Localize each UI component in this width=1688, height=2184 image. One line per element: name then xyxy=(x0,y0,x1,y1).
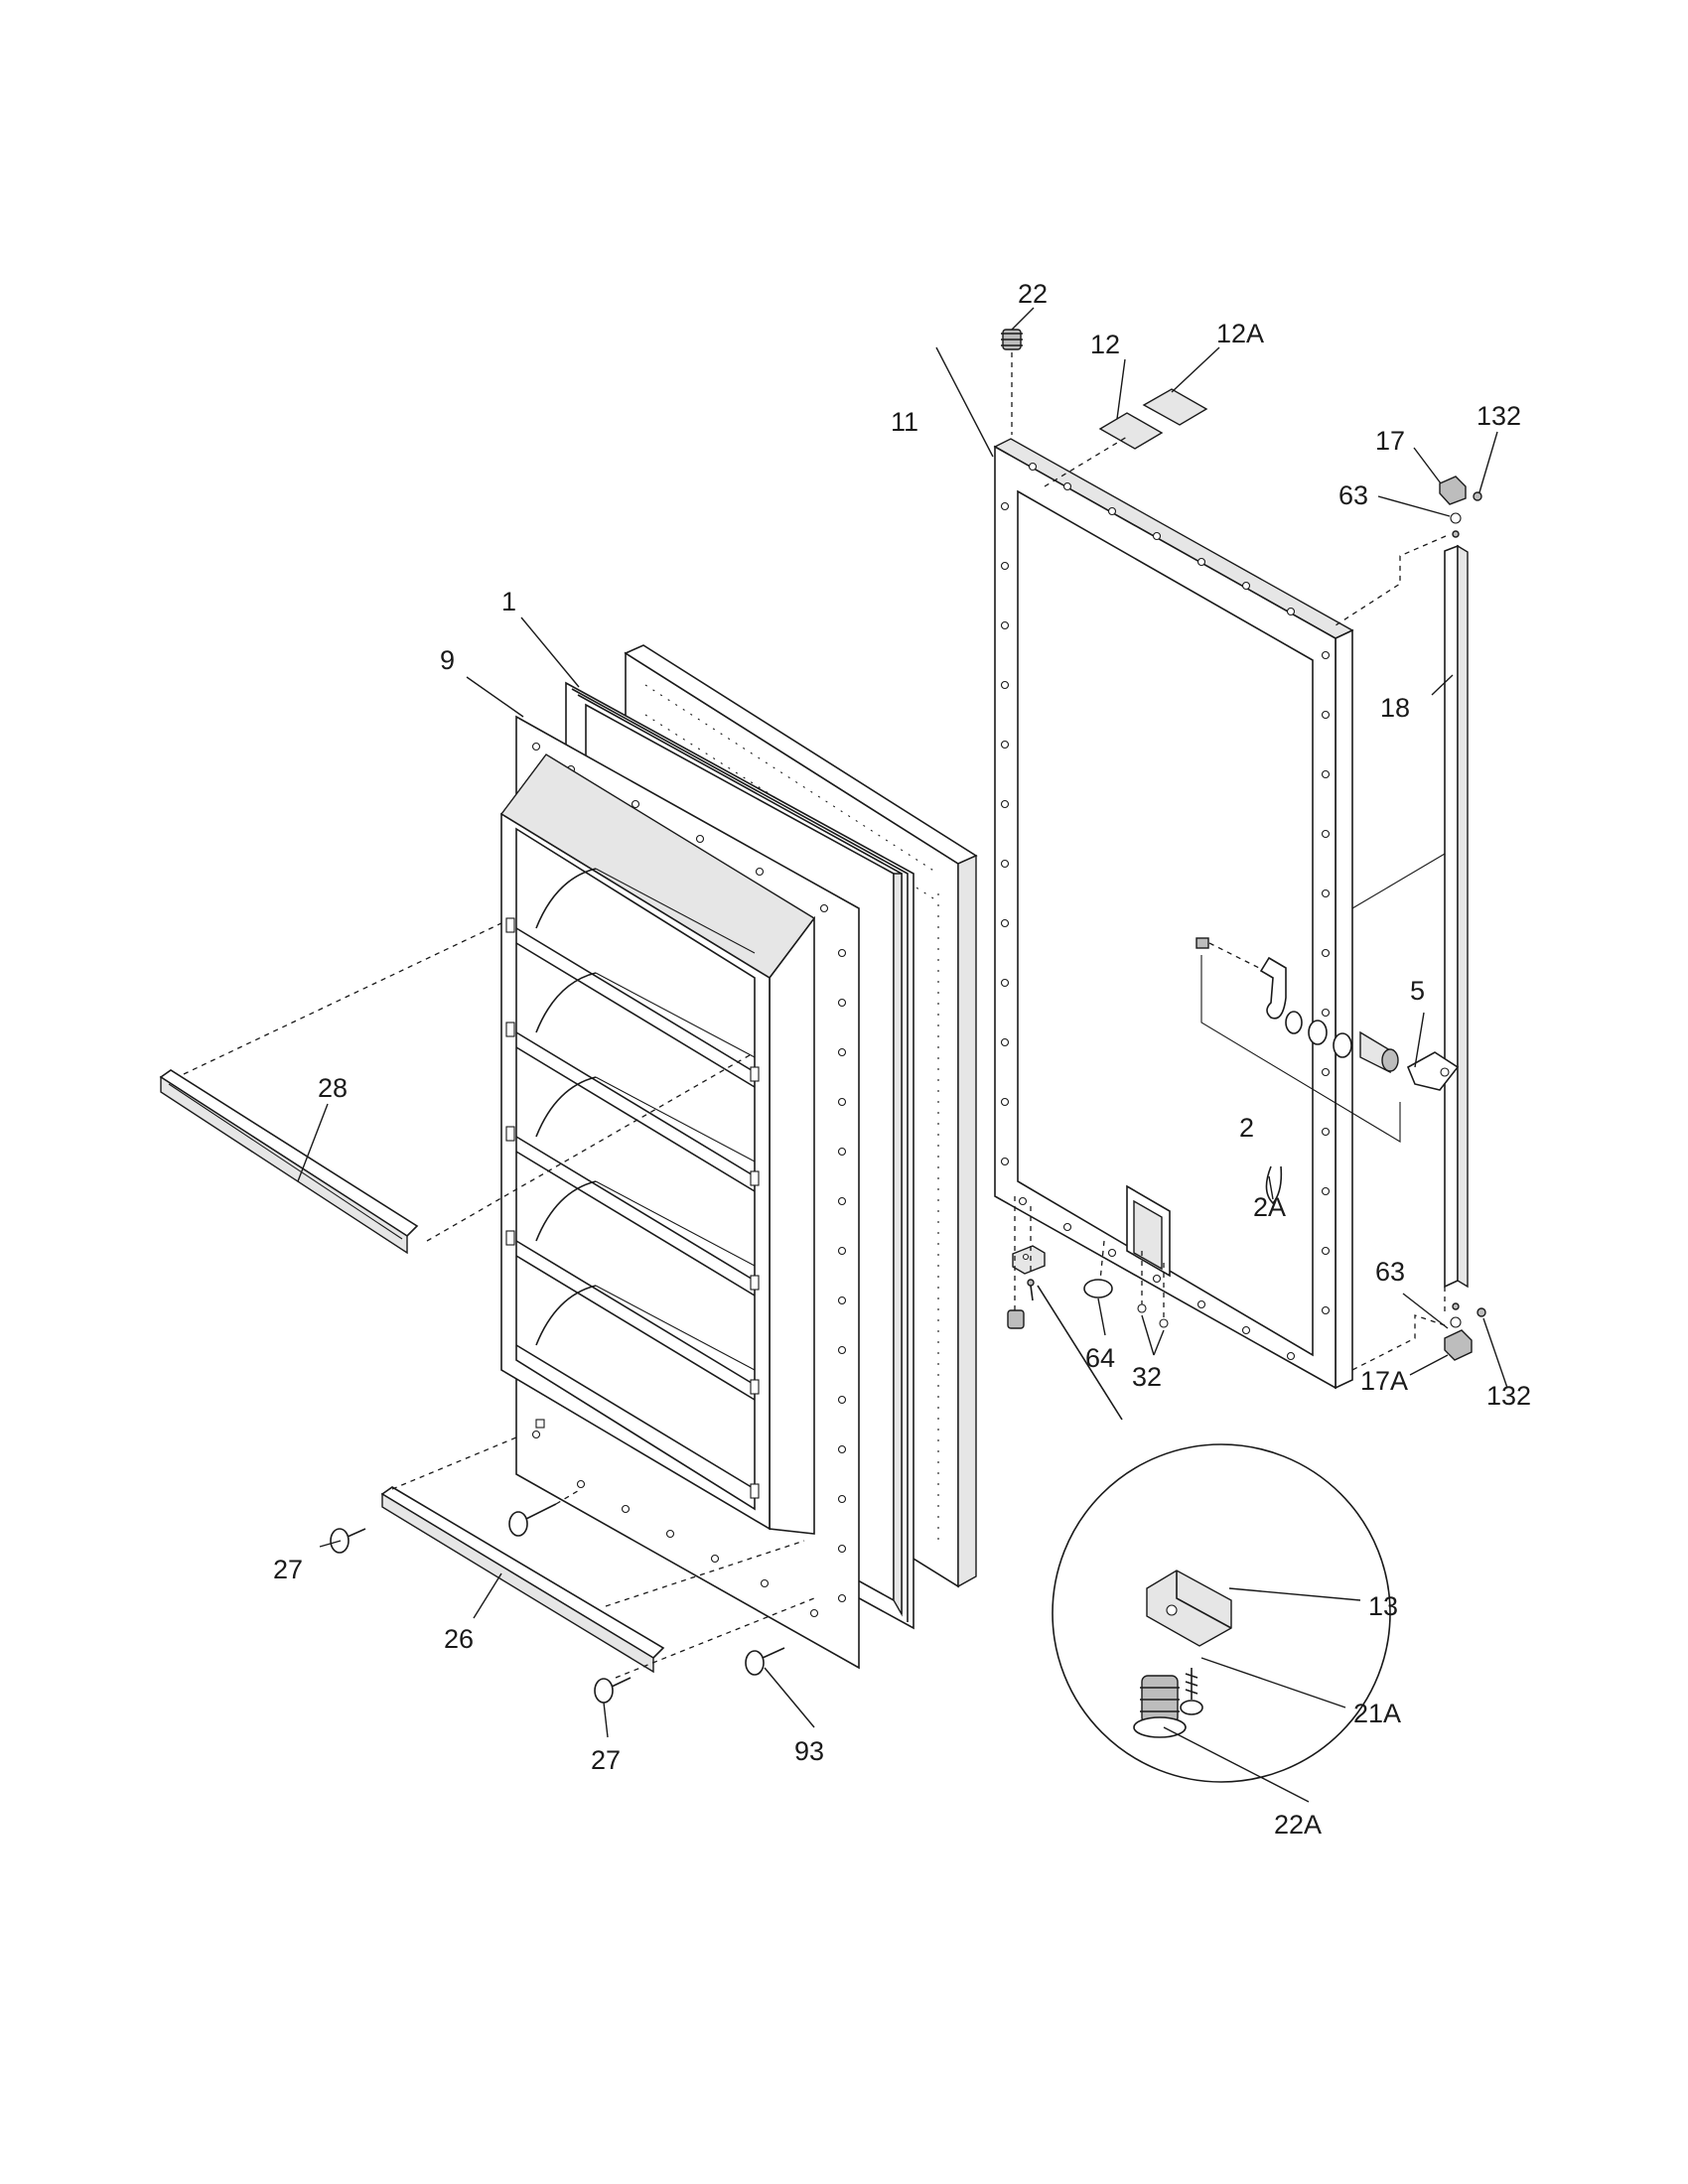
hinge-screw-bottom xyxy=(1477,1307,1486,1317)
label-12a xyxy=(1142,388,1208,426)
callout-17: 17 xyxy=(1375,426,1405,456)
bottom-plug xyxy=(1007,1309,1025,1329)
callout-132-lower: 132 xyxy=(1486,1381,1531,1411)
callout-63-lower: 63 xyxy=(1375,1257,1405,1287)
callout-leaders xyxy=(297,307,1508,1803)
callout-17a: 17A xyxy=(1360,1366,1408,1396)
callout-132-upper: 132 xyxy=(1477,401,1521,431)
callout-12a: 12A xyxy=(1216,319,1264,348)
lock-clip xyxy=(1265,1165,1283,1205)
callout-13: 13 xyxy=(1368,1591,1398,1621)
callout-93: 93 xyxy=(794,1736,824,1766)
hinge-screw-top xyxy=(1473,491,1482,501)
callout-11: 11 xyxy=(891,407,918,437)
callout-22: 22 xyxy=(1018,279,1048,309)
bottom-hinge-screw xyxy=(1027,1279,1035,1301)
callout-12: 12 xyxy=(1090,330,1120,359)
callout-26: 26 xyxy=(444,1624,474,1654)
detail-screw xyxy=(1180,1668,1203,1715)
bottom-hinge-bracket xyxy=(1012,1245,1046,1275)
push-pin-left-top xyxy=(330,1528,366,1554)
detail-hinge-bracket xyxy=(1146,1570,1232,1647)
washer-top xyxy=(1450,512,1462,538)
callout-21a: 21A xyxy=(1353,1699,1401,1728)
lock-key xyxy=(1406,1051,1460,1091)
outer-door-panel xyxy=(993,438,1354,1390)
liner-mounting-holes xyxy=(531,742,847,1618)
plug-top xyxy=(1001,329,1023,435)
callout-27-upper: 27 xyxy=(273,1555,303,1584)
callout-2: 2 xyxy=(1239,1113,1254,1143)
lock-latch-hook xyxy=(1196,937,1287,1020)
door-shelf-frame xyxy=(499,753,816,1535)
outer-panel-holes xyxy=(1000,462,1331,1361)
mount-screws xyxy=(1099,1240,1169,1328)
callout-1: 1 xyxy=(501,587,516,616)
callout-2a: 2A xyxy=(1253,1192,1286,1222)
lock-cylinder xyxy=(1285,1011,1399,1074)
door-shelves xyxy=(515,868,756,1490)
wire-clip xyxy=(1083,1279,1113,1298)
callout-22a: 22A xyxy=(1274,1810,1322,1840)
label-12 xyxy=(1098,412,1164,450)
detail-plug xyxy=(1133,1675,1187,1738)
callout-labels: 1 2 2A 5 9 11 12 12A 13 17 17A 18 21A 22… xyxy=(273,279,1531,1840)
callout-32: 32 xyxy=(1132,1362,1162,1392)
door-shelf-bar xyxy=(159,922,756,1255)
push-pin-left-bottom xyxy=(594,1677,632,1704)
hinge-cap-bottom xyxy=(1444,1329,1473,1361)
push-pin-center xyxy=(508,1488,582,1537)
hinge-cap-top xyxy=(1439,476,1467,505)
washer-bottom xyxy=(1450,1302,1462,1328)
callout-18: 18 xyxy=(1380,693,1410,723)
callout-5: 5 xyxy=(1410,976,1425,1006)
bottom-shelf-bar xyxy=(380,1436,815,1679)
callout-28: 28 xyxy=(318,1073,348,1103)
callout-9: 9 xyxy=(440,645,455,675)
callout-64: 64 xyxy=(1085,1343,1115,1373)
push-pin-right xyxy=(745,1647,785,1676)
callout-63-upper: 63 xyxy=(1338,480,1368,510)
callout-27-lower: 27 xyxy=(591,1745,621,1775)
gasket-strip xyxy=(1444,544,1469,1289)
detail-magnifier xyxy=(1052,1443,1391,1783)
